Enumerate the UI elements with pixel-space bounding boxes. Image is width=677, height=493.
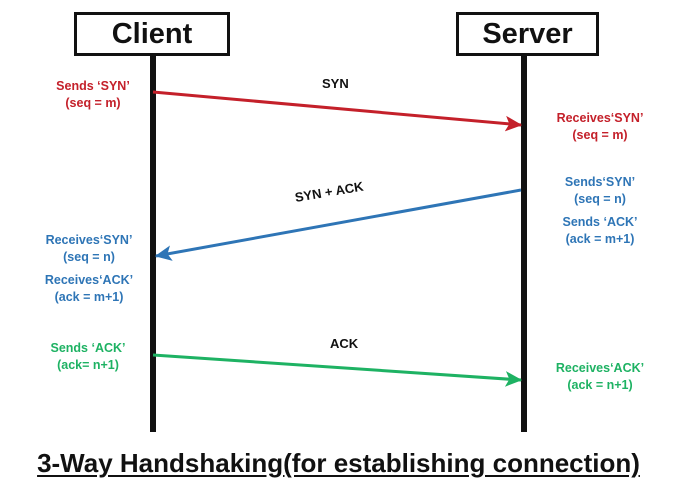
ack-arrow bbox=[152, 353, 523, 387]
note-line: (seq = m) bbox=[572, 128, 628, 142]
note-line: Receives‘SYN’ bbox=[45, 233, 133, 247]
note-line: Receives‘ACK’ bbox=[44, 273, 134, 287]
note-client-sends-ack: Sends ‘ACK’ (ack= n+1) bbox=[28, 340, 148, 374]
note-client-sends-syn: Sends ‘SYN’ (seq = m) bbox=[34, 78, 152, 112]
client-node-label: Client bbox=[111, 17, 193, 50]
note-line: Sends‘SYN’ bbox=[564, 175, 636, 189]
syn-arrow bbox=[152, 90, 523, 132]
note-line: Sends ‘ACK’ bbox=[562, 215, 638, 229]
client-node-box: Client bbox=[74, 12, 230, 56]
server-node-box: Server bbox=[456, 12, 599, 56]
note-line: (ack= n+1) bbox=[57, 358, 119, 372]
note-client-receives-syn-ack: Receives‘SYN’ (seq = n) Receives‘ACK’ (a… bbox=[24, 232, 154, 306]
note-line: (seq = n) bbox=[574, 192, 626, 206]
note-server-receives-ack: Receives‘ACK’ (ack = n+1) bbox=[538, 360, 662, 394]
syn-arrow-caption: SYN bbox=[322, 76, 349, 91]
note-server-sends-syn-ack: Sends‘SYN’ (seq = n) Sends ‘ACK’ (ack = … bbox=[538, 174, 662, 248]
note-line: (ack = n+1) bbox=[567, 378, 633, 392]
note-line: (seq = n) bbox=[63, 250, 115, 264]
note-line: (ack = m+1) bbox=[54, 290, 124, 304]
note-line: (ack = m+1) bbox=[565, 232, 635, 246]
note-line: Sends ‘SYN’ bbox=[56, 79, 130, 93]
note-line: Receives‘ACK’ bbox=[555, 361, 645, 375]
note-line: (seq = m) bbox=[65, 96, 121, 110]
diagram-title: 3-Way Handshaking(for establishing conne… bbox=[37, 448, 640, 478]
note-line: Sends ‘ACK’ bbox=[50, 341, 126, 355]
note-line: Receives‘SYN’ bbox=[556, 111, 644, 125]
server-node-label: Server bbox=[482, 17, 573, 50]
note-server-receives-syn: Receives‘SYN’ (seq = m) bbox=[538, 110, 662, 144]
syn-ack-arrow bbox=[154, 188, 522, 261]
ack-arrow-caption: ACK bbox=[330, 336, 359, 351]
